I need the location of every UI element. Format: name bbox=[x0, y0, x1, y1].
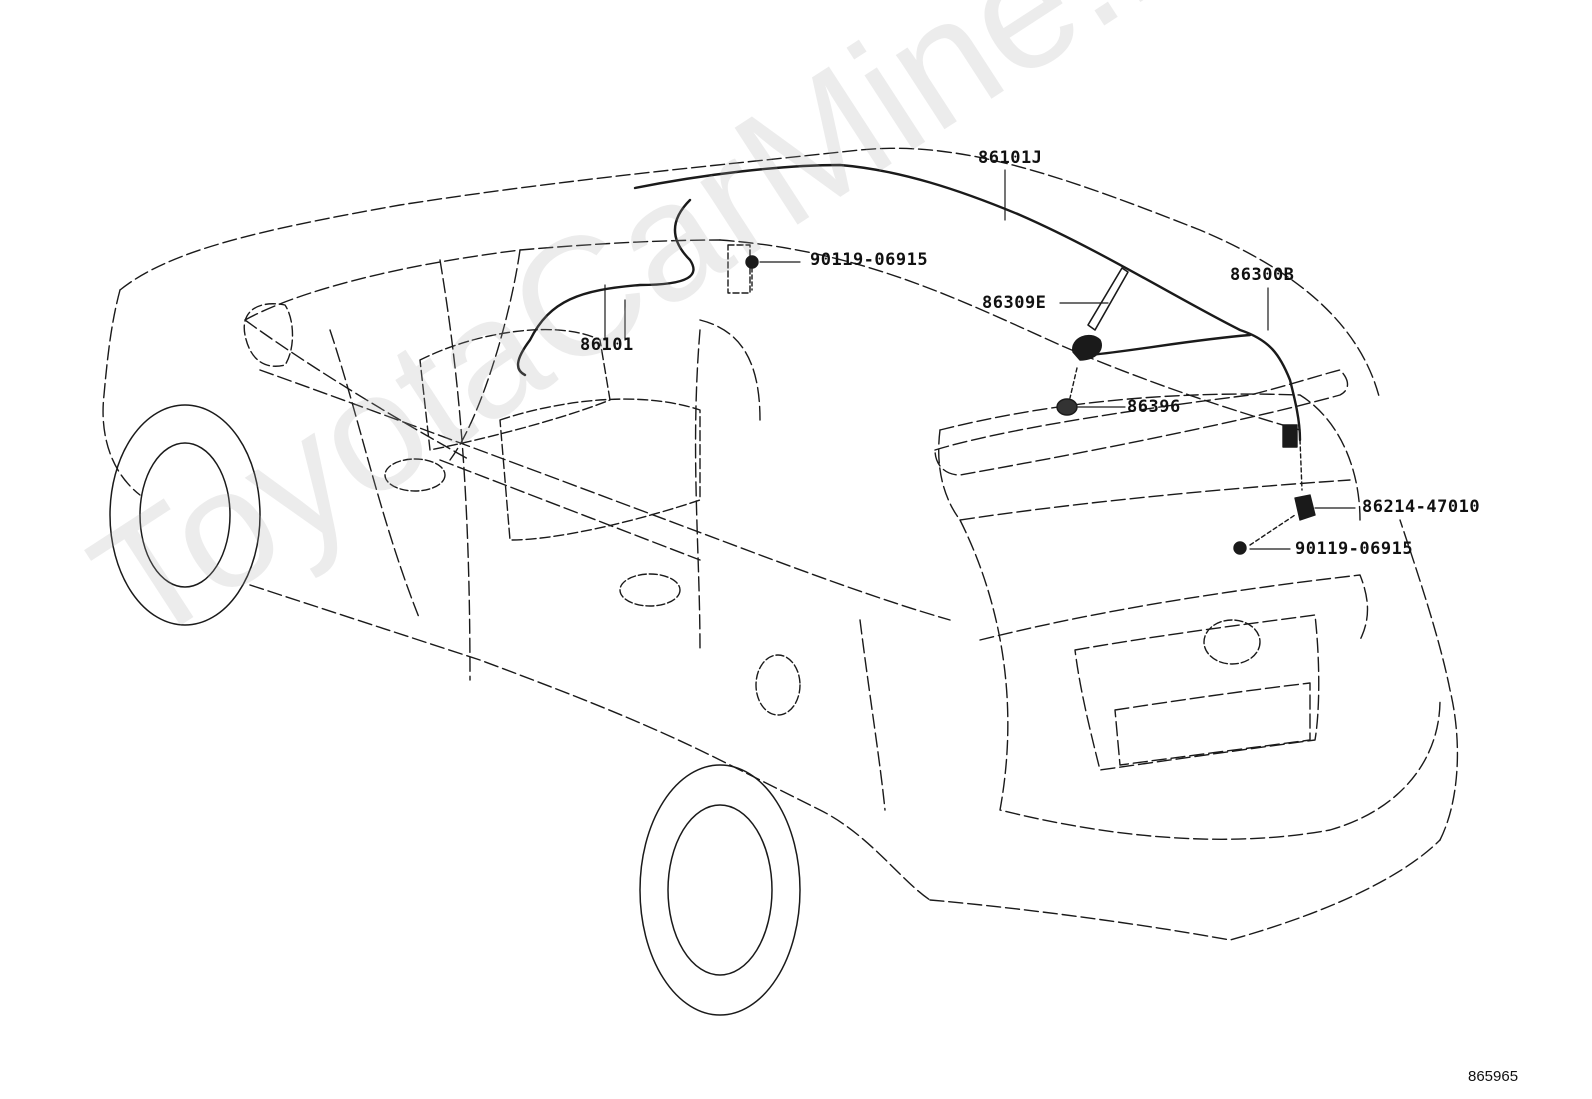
callout-86101j[interactable]: 86101J bbox=[978, 148, 1043, 168]
callout-86396[interactable]: 86396 bbox=[1127, 397, 1181, 417]
vehicle-body bbox=[102, 147, 1459, 941]
callout-bolt-rear[interactable]: 90119-06915 bbox=[1295, 539, 1414, 559]
fuel-lid bbox=[755, 654, 801, 716]
antenna-harness bbox=[516, 163, 1302, 442]
rear-emblem bbox=[1203, 619, 1261, 665]
callout-86300b[interactable]: 86300B bbox=[1230, 265, 1295, 285]
interior-seats bbox=[419, 328, 701, 541]
side-mirror bbox=[243, 303, 294, 367]
rear-connector bbox=[1282, 424, 1298, 448]
bracket-86214 bbox=[1294, 494, 1316, 521]
diagram-id: 865965 bbox=[1468, 1068, 1519, 1085]
bolt-top-icon bbox=[745, 255, 759, 291]
door-handles bbox=[384, 458, 681, 607]
callout-86101[interactable]: 86101 bbox=[580, 335, 634, 355]
wheels bbox=[109, 404, 801, 1016]
bolt-rear-icon bbox=[1233, 541, 1247, 555]
callout-bolt-top[interactable]: 90119-06915 bbox=[810, 250, 929, 270]
callout-86214-47010[interactable]: 86214-47010 bbox=[1362, 497, 1481, 517]
antenna-base bbox=[1072, 334, 1102, 361]
leader-lines bbox=[604, 169, 1356, 550]
antenna-rod bbox=[1087, 267, 1129, 331]
antenna-cap bbox=[1056, 398, 1078, 416]
callout-86309e[interactable]: 86309E bbox=[982, 293, 1047, 313]
